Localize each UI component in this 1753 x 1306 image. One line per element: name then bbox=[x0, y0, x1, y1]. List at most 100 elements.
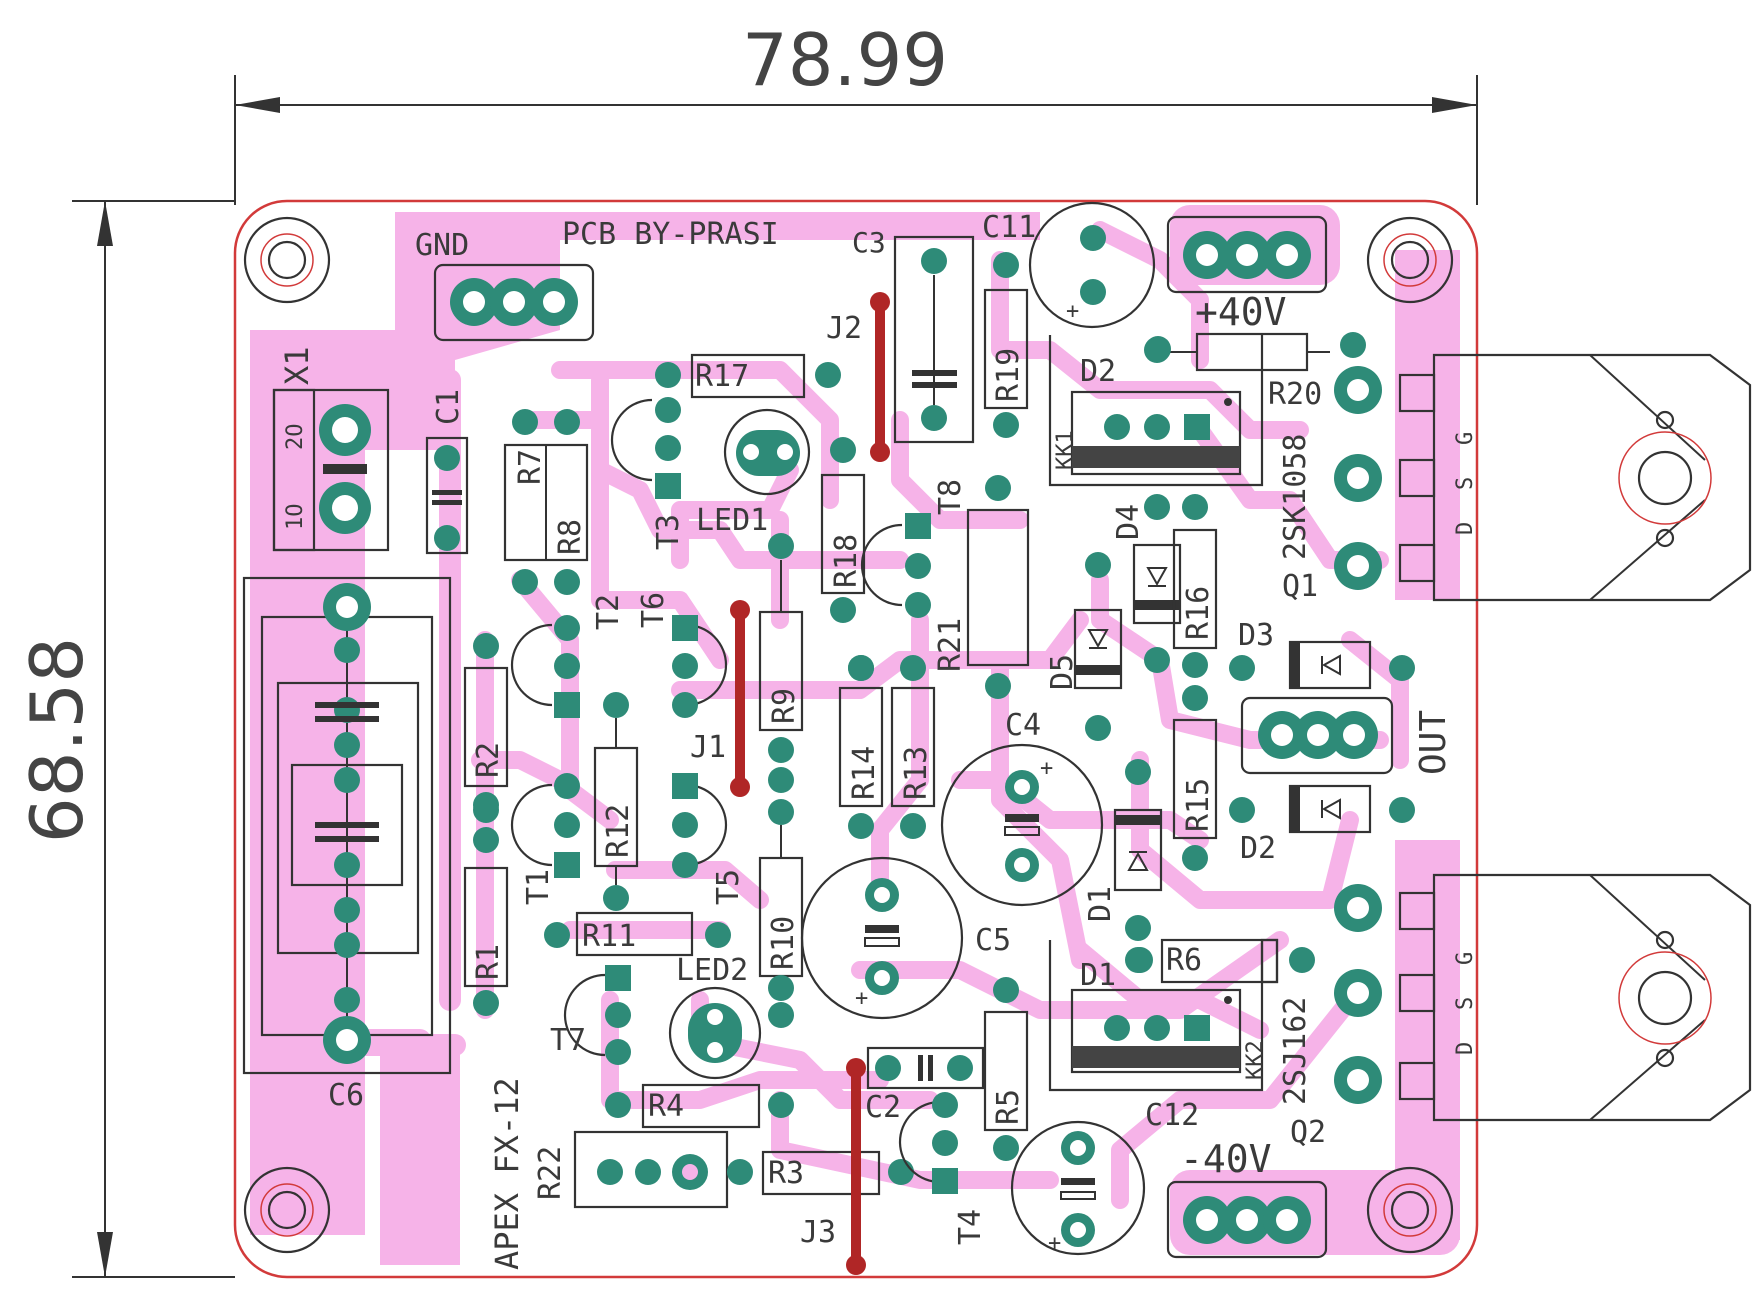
d5-diode: D5 bbox=[1045, 552, 1123, 741]
r7-label: R7 bbox=[513, 449, 548, 485]
x1-pin1-label: 1O bbox=[283, 504, 308, 531]
c5-capacitor: + C5 bbox=[800, 856, 1011, 1020]
r9-resistor: R9 bbox=[758, 533, 804, 763]
kk1-label: KK1 bbox=[1053, 430, 1078, 470]
c2-label: C2 bbox=[865, 1090, 901, 1125]
q1-mosfet: G S D 2SK1058 Q1 bbox=[1278, 353, 1752, 604]
r7-r8-resistors: R7 R8 bbox=[503, 409, 589, 595]
j2-label: J2 bbox=[826, 311, 862, 346]
c11-label: C11 bbox=[982, 210, 1036, 245]
d2-diode: D2 bbox=[1229, 784, 1415, 866]
t9-transistor: D1 KK2 bbox=[1048, 940, 1268, 1092]
r9-label: R9 bbox=[767, 688, 802, 724]
led2-label: LED2 bbox=[676, 953, 748, 988]
t4-label: T4 bbox=[953, 1209, 988, 1245]
j3-label: J3 bbox=[800, 1215, 836, 1250]
c1-capacitor: C1 bbox=[425, 389, 469, 555]
kk2-label: KK2 bbox=[1243, 1040, 1268, 1080]
r15-label: R15 bbox=[1181, 778, 1216, 832]
r13-resistor: R13 bbox=[890, 655, 936, 839]
c4-plus: + bbox=[1040, 756, 1053, 781]
r13-label: R13 bbox=[899, 746, 934, 800]
mounting-hole-bottom-right bbox=[1366, 1166, 1454, 1254]
r11-resistor: R11 bbox=[544, 911, 731, 957]
mounting-holes bbox=[243, 216, 1454, 1254]
out-label: OUT bbox=[1413, 710, 1454, 775]
r8-label: R8 bbox=[553, 519, 588, 555]
misc-pads bbox=[473, 337, 1170, 973]
d3-label: D3 bbox=[1238, 618, 1274, 653]
neg-supply-label: -40V bbox=[1180, 1137, 1272, 1181]
q2-pin-d: D bbox=[1453, 1042, 1478, 1055]
c4-capacitor: + C4 bbox=[940, 708, 1104, 907]
q1-pin-d: D bbox=[1453, 522, 1478, 535]
q1-pin-s: S bbox=[1453, 477, 1478, 490]
d4-label: D4 bbox=[1111, 504, 1146, 540]
c3-label: C3 bbox=[852, 226, 886, 259]
r22-label: R22 bbox=[533, 1146, 568, 1200]
jumpers: J2 J1 J3 bbox=[690, 292, 890, 1275]
mounting-hole-top-right bbox=[1366, 216, 1454, 304]
d2-label: D2 bbox=[1240, 831, 1276, 866]
d4-diode: D4 bbox=[1111, 494, 1182, 673]
r19-label: R19 bbox=[991, 348, 1026, 402]
led1-label: LED1 bbox=[696, 503, 768, 538]
q1-part-label: 2SK1058 bbox=[1278, 434, 1313, 560]
q2-mosfet: G S D 2SJ162 Q2 bbox=[1278, 873, 1752, 1150]
c4-label: C4 bbox=[1005, 708, 1041, 743]
t7-label: T7 bbox=[550, 1023, 586, 1058]
t6-label: T6 bbox=[636, 592, 671, 628]
r10-resistor: R10 bbox=[758, 767, 804, 1028]
r21-resistor: R21 bbox=[933, 475, 1030, 699]
r15-resistor: R15 bbox=[1172, 685, 1218, 871]
r18-label: R18 bbox=[829, 534, 864, 588]
r22-trimmer: R22 bbox=[533, 1130, 753, 1209]
t8-transistor: T8 bbox=[860, 479, 968, 618]
c5-label: C5 bbox=[975, 923, 1011, 958]
r17-resistor: R17 bbox=[655, 353, 841, 399]
r18-resistor: R18 bbox=[820, 437, 866, 623]
q1-pin-g: G bbox=[1453, 432, 1478, 445]
gnd-label: GND bbox=[415, 228, 469, 263]
r20-label: R20 bbox=[1268, 377, 1322, 412]
d5-label: D5 bbox=[1045, 654, 1080, 690]
d1-label: D1 bbox=[1083, 886, 1118, 922]
r12-resistor: R12 bbox=[593, 692, 639, 911]
t4-transistor: T4 bbox=[898, 1092, 988, 1245]
r5-label: R5 bbox=[991, 1089, 1026, 1125]
t9-label: D1 bbox=[1080, 958, 1116, 993]
r17-label: R17 bbox=[695, 359, 749, 394]
j1-label: J1 bbox=[690, 730, 726, 765]
board-name: APEX FX-12 bbox=[488, 1077, 526, 1270]
mounting-hole-top-left bbox=[243, 216, 331, 304]
width-label: 78.99 bbox=[742, 18, 948, 102]
neg-supply-connector: -40V bbox=[1166, 1137, 1328, 1259]
t8-label: T8 bbox=[933, 479, 968, 515]
d1-diode: D1 bbox=[1083, 759, 1163, 941]
t5-transistor: T5 bbox=[672, 773, 746, 905]
r14-label: R14 bbox=[847, 746, 882, 800]
d3-diode: D3 bbox=[1229, 618, 1415, 690]
c6-label: C6 bbox=[328, 1078, 364, 1113]
pcb-credit: PCB BY-PRASI bbox=[562, 217, 779, 252]
r1-label: R1 bbox=[471, 944, 506, 980]
led2: LED2 bbox=[668, 953, 762, 1080]
r5-resistor: R5 bbox=[983, 977, 1029, 1161]
r4-resistor: R4 bbox=[605, 1083, 794, 1129]
t10-label: D2 bbox=[1080, 354, 1116, 389]
t10-transistor: D2 KK1 bbox=[1048, 335, 1264, 487]
r4-label: R4 bbox=[648, 1089, 684, 1124]
led1: LED1 bbox=[696, 408, 811, 538]
t1-label: T1 bbox=[521, 869, 556, 905]
mounting-hole-bottom-left bbox=[243, 1166, 331, 1254]
c5-plus: + bbox=[855, 986, 868, 1011]
x1-label: X1 bbox=[278, 346, 316, 385]
c6-capacitor: C6 bbox=[242, 576, 452, 1113]
t2-label: T2 bbox=[591, 594, 626, 630]
r2-label: R2 bbox=[471, 742, 506, 778]
x1-terminal: X1 2O 1O bbox=[272, 346, 390, 552]
q2-label: Q2 bbox=[1290, 1115, 1326, 1150]
r10-label: R10 bbox=[766, 916, 801, 970]
q1-label: Q1 bbox=[1282, 569, 1318, 604]
